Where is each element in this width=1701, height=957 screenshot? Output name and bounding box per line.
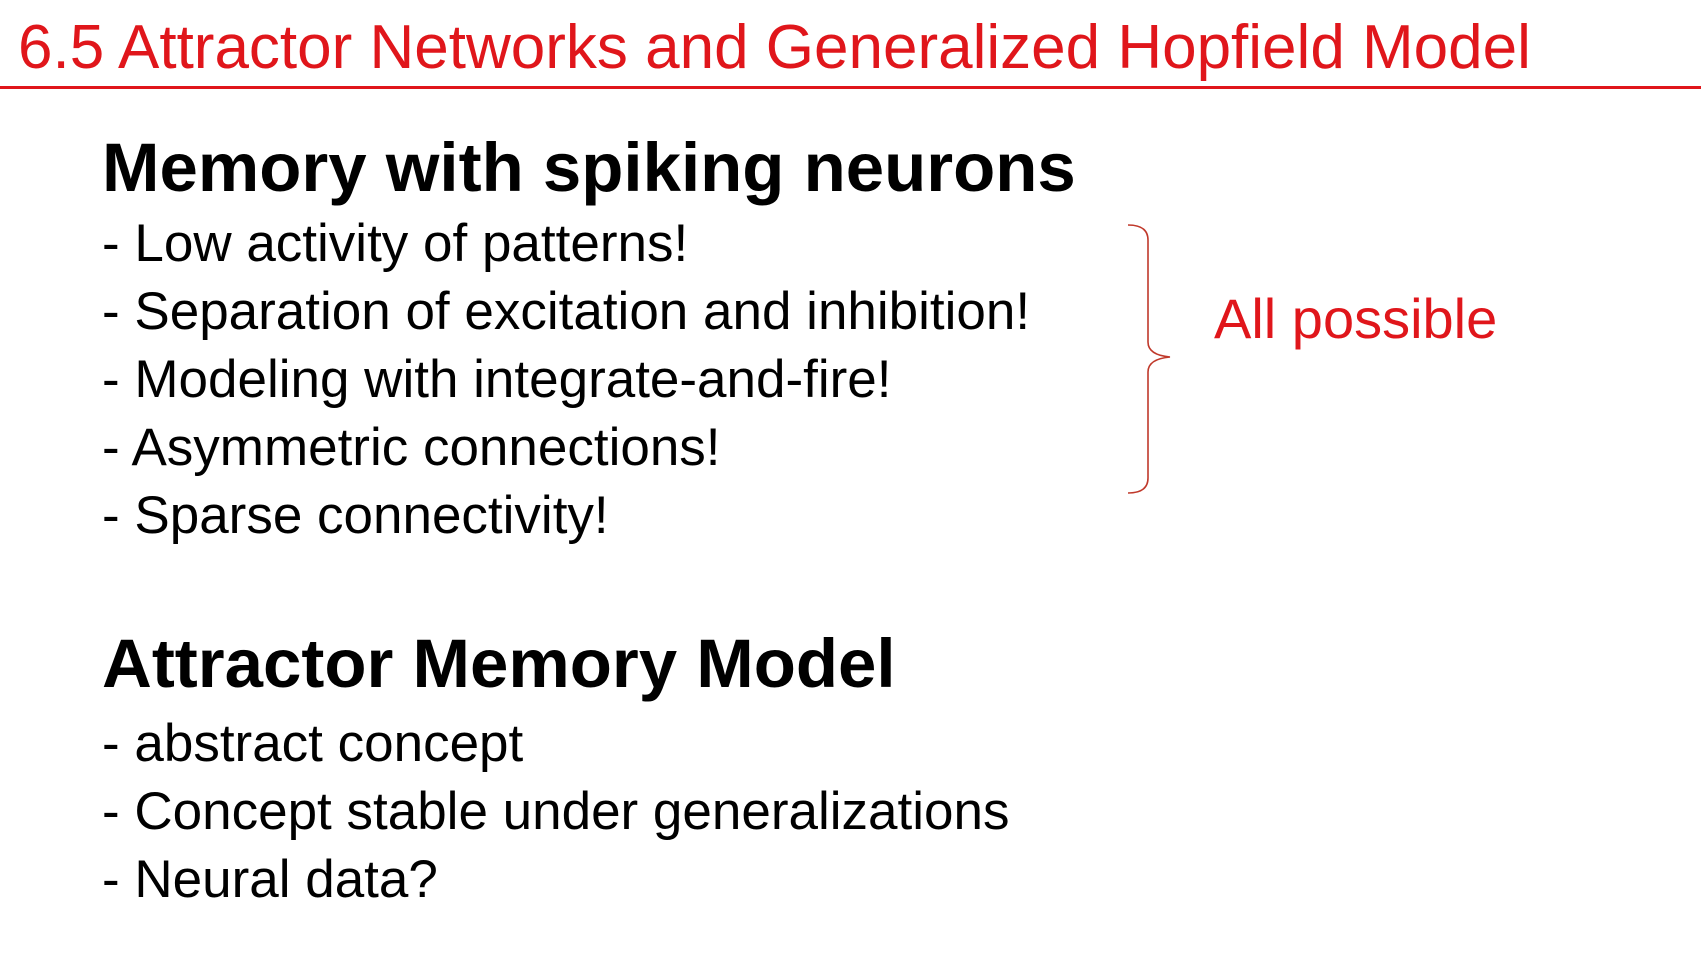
attractor-model-list: - abstract concept - Concept stable unde…	[102, 710, 1009, 914]
list-item: - Modeling with integrate-and-fire!	[102, 350, 892, 409]
slide-title: 6.5 Attractor Networks and Generalized H…	[18, 13, 1531, 82]
brace-annotation: All possible	[1214, 287, 1498, 350]
spiking-memory-list: - Low activity of patterns! - Separation…	[102, 210, 1030, 550]
list-item: - Separation of excitation and inhibitio…	[102, 282, 1031, 341]
list-item: - Neural data?	[102, 850, 438, 909]
list-item: - Asymmetric connections!	[102, 418, 721, 477]
curly-brace-icon	[1127, 224, 1171, 494]
list-item: - Concept stable under generalizations	[102, 782, 1010, 841]
list-item: - Sparse connectivity!	[102, 486, 609, 545]
section-heading-attractor-model: Attractor Memory Model	[102, 625, 896, 702]
section-heading-spiking-memory: Memory with spiking neurons	[102, 129, 1076, 206]
list-item: - abstract concept	[102, 714, 524, 773]
list-item: - Low activity of patterns!	[102, 214, 689, 273]
title-underline	[0, 86, 1701, 89]
